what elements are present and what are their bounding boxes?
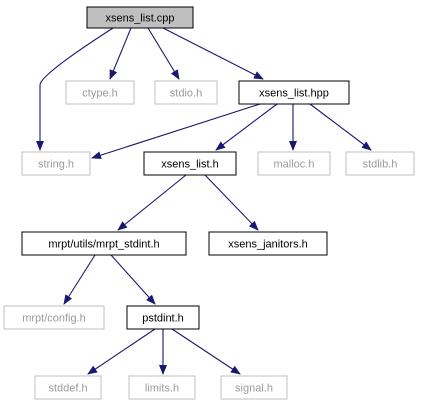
edge-xsens-list-h-to-xsens-janitors-h [204,174,259,231]
node-stddef-h: stddef.h [34,375,102,400]
node-label: pstdint.h [142,313,184,325]
node-xsens-list-h[interactable]: xsens_list.h [143,151,237,176]
node-label: limits.h [145,383,179,395]
node-limits-h: limits.h [128,375,196,400]
node-label: stdlib.h [363,159,398,171]
node-label: xsens_janitors.h [228,239,308,251]
node-box [3,305,105,330]
edge-xsens-list-hpp-to-xsens-list-h [215,103,278,151]
nodes-layer: xsens_list.cpp ctype.h stdio.h xsens_list.h… [3,6,415,400]
node-box [143,151,237,176]
edge-mrpt-stdint-h-to-mrpt-config-h [63,254,96,305]
node-xsens-list-cpp: xsens_list.cpp [86,6,194,29]
node-box [345,151,415,176]
edge-xsens-list-cpp-to-ctype-h [109,27,132,80]
edges-layer [36,27,372,375]
edge-xsens-list-cpp-to-xsens-list-hpp [162,27,264,80]
node-mrpt-stdint-h[interactable]: mrpt/utils/mrpt_stdint.h [21,231,187,256]
node-box [34,375,102,400]
node-box [154,80,218,105]
node-label: signal.h [235,383,273,395]
node-stdlib-h: stdlib.h [345,151,415,176]
node-mrpt-config-h: mrpt/config.h [3,305,105,330]
node-label: xsens_list.hpp [259,88,329,100]
node-pstdint-h[interactable]: pstdint.h [126,305,200,330]
node-string-h: string.h [21,151,91,176]
node-box [208,231,328,256]
node-label: malloc.h [274,159,315,171]
edge-xsens-list-cpp-to-string-h [36,27,114,151]
node-box [257,151,331,176]
edge-xsens-list-hpp-to-stdlib-h [309,103,372,151]
node-label: mrpt/utils/mrpt_stdint.h [48,239,159,251]
node-label: string.h [38,159,74,171]
edge-xsens-list-cpp-to-stdio-h [147,27,180,80]
edge-xsens-list-h-to-mrpt-stdint-h [117,174,187,231]
node-signal-h: signal.h [220,375,288,400]
node-label: mrpt/config.h [22,313,86,325]
node-box [126,305,200,330]
node-malloc-h: malloc.h [257,151,331,176]
edge-pstdint-h-to-signal-h [171,328,241,375]
node-box [65,80,135,105]
node-xsens-janitors-h[interactable]: xsens_janitors.h [208,231,328,256]
node-label: stddef.h [48,383,87,395]
node-box [21,231,187,256]
node-box [220,375,288,400]
node-box [86,6,194,29]
node-label: xsens_list.h [161,159,218,171]
node-box [238,80,350,105]
edge-pstdint-h-to-stddef-h [87,328,156,375]
node-label: stdio.h [170,88,202,100]
node-xsens-list-hpp[interactable]: xsens_list.hpp [238,80,350,105]
node-stdio-h: stdio.h [154,80,218,105]
node-label: xsens_list.cpp [105,13,174,25]
node-box [128,375,196,400]
edge-xsens-list-hpp-to-string-h [91,103,261,160]
edge-mrpt-stdint-h-to-pstdint-h [110,254,156,305]
node-ctype-h: ctype.h [65,80,135,105]
node-label: ctype.h [82,88,117,100]
node-box [21,151,91,176]
